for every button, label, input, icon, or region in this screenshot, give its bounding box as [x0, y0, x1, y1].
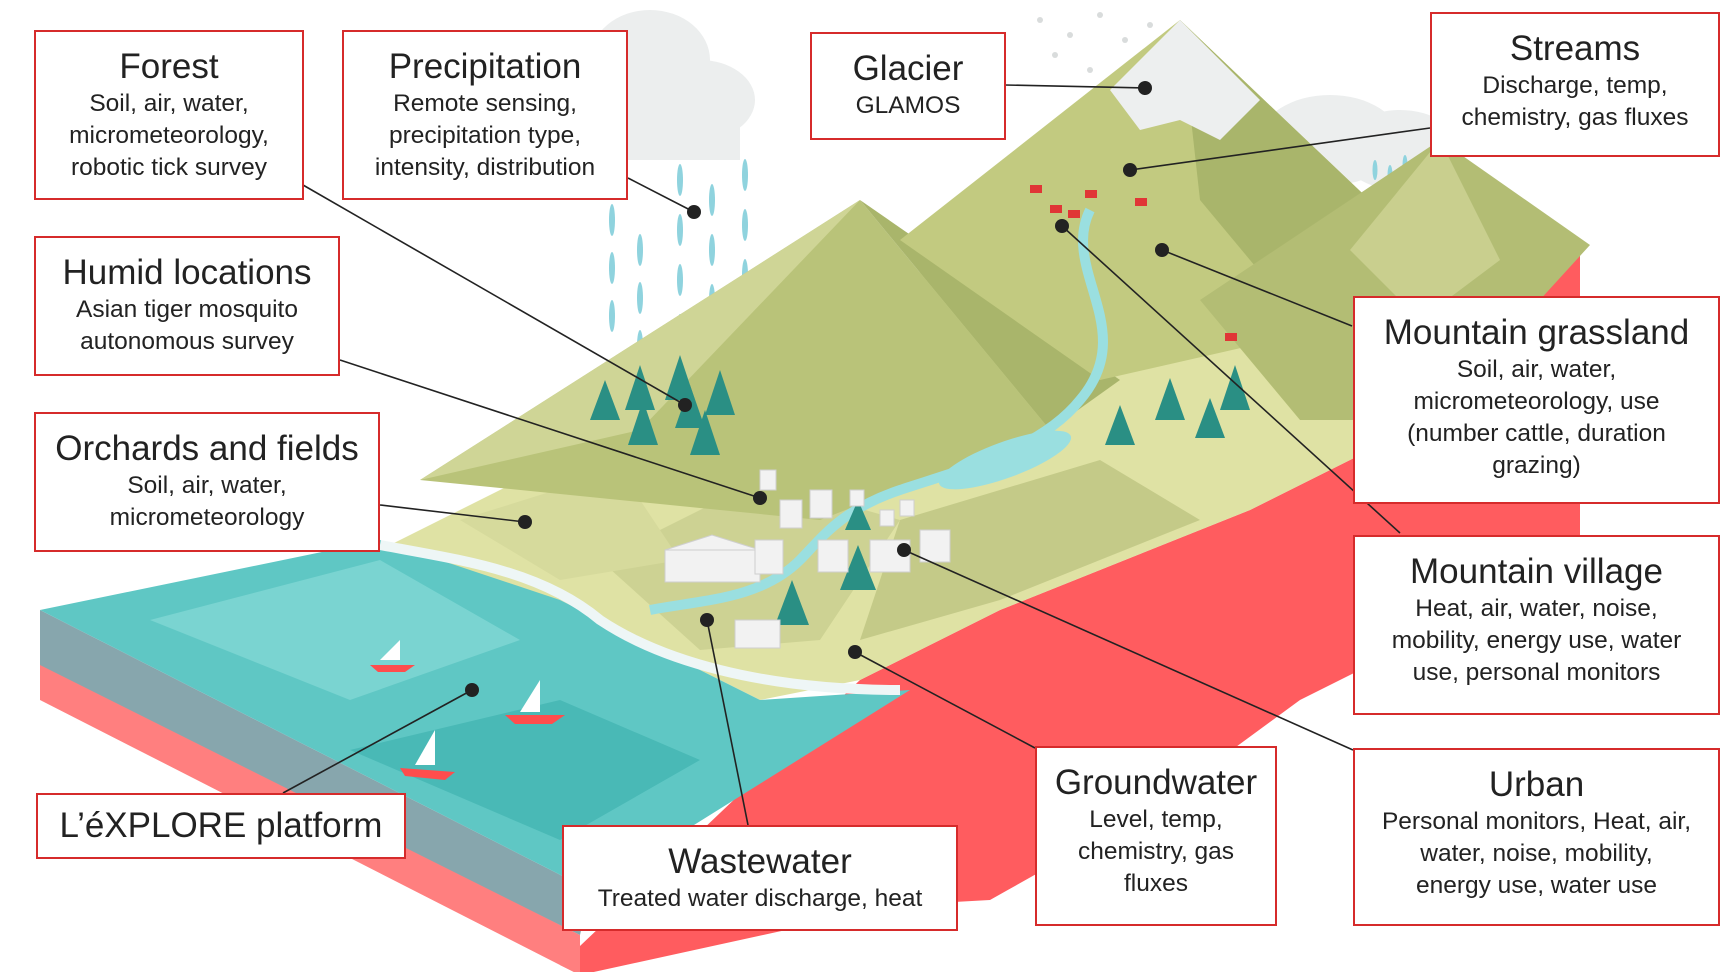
- label-description: Remote sensing, precipitation type, inte…: [374, 90, 596, 181]
- label-urban: Urban Personal monitors, Heat, air, wate…: [1353, 748, 1720, 926]
- mountain: [420, 200, 1120, 520]
- label-description: Soil, air, water, micrometeorology, use …: [1407, 356, 1666, 479]
- label-title: Humid locations: [62, 253, 312, 292]
- grassland: [860, 460, 1200, 640]
- label-description: Asian tiger mosquito autonomous survey: [76, 296, 298, 355]
- label-description: Level, temp, chemistry, gas fluxes: [1077, 806, 1235, 897]
- label-mountain-grassland: Mountain grassland Soil, air, water, mic…: [1353, 296, 1720, 504]
- sea: [350, 700, 700, 840]
- label-groundwater: Groundwater Level, temp, chemistry, gas …: [1035, 746, 1277, 926]
- label-forest: Forest Soil, air, water, micrometeorolog…: [34, 30, 304, 200]
- label-mountain-village: Mountain village Heat, air, water, noise…: [1353, 535, 1720, 715]
- river: [649, 207, 1108, 615]
- label-description: Personal monitors, Heat, air, water, noi…: [1381, 808, 1692, 899]
- label-description: GLAMOS: [855, 92, 961, 119]
- sailboat-icon: [370, 640, 565, 780]
- label-description: Discharge, temp, chemistry, gas fluxes: [1461, 72, 1689, 131]
- label-explore-platform: L’éXPLORE platform: [36, 793, 406, 859]
- label-streams: Streams Discharge, temp, chemistry, gas …: [1430, 12, 1720, 157]
- earth-cross-section: [560, 245, 1580, 972]
- label-title: Mountain grassland: [1383, 313, 1690, 352]
- lake: [938, 430, 1072, 490]
- shoreline: [379, 540, 901, 695]
- sea: [150, 560, 520, 700]
- house-icon: [1030, 185, 1237, 341]
- label-title: Urban: [1488, 765, 1585, 804]
- label-precipitation: Precipitation Remote sensing, precipitat…: [342, 30, 628, 200]
- label-description: Soil, air, water, micrometeorology, robo…: [69, 90, 269, 181]
- label-description: Treated water discharge, heat: [597, 885, 923, 912]
- label-humid-locations: Humid locations Asian tiger mosquito aut…: [34, 236, 340, 376]
- label-title: Wastewater: [668, 842, 852, 881]
- label-title: L’éXPLORE platform: [59, 806, 383, 845]
- label-title: Forest: [119, 47, 219, 86]
- leader-lines: [282, 84, 1431, 826]
- label-title: Streams: [1509, 29, 1641, 68]
- label-title: Groundwater: [1054, 763, 1258, 802]
- label-title: Mountain village: [1410, 552, 1663, 591]
- label-title: Orchards and fields: [55, 429, 359, 468]
- label-orchards-fields: Orchards and fields Soil, air, water, mi…: [34, 412, 380, 552]
- label-description: Soil, air, water, micrometeorology: [109, 472, 305, 531]
- label-wastewater: Wastewater Treated water discharge, heat: [562, 825, 958, 931]
- label-glacier: Glacier GLAMOS: [810, 32, 1006, 140]
- marker-dots: [465, 81, 1169, 697]
- label-title: Glacier: [852, 49, 964, 88]
- label-description: Heat, air, water, noise, mobility, energ…: [1391, 595, 1682, 686]
- sea-floor: [40, 610, 590, 935]
- label-title: Precipitation: [388, 47, 582, 86]
